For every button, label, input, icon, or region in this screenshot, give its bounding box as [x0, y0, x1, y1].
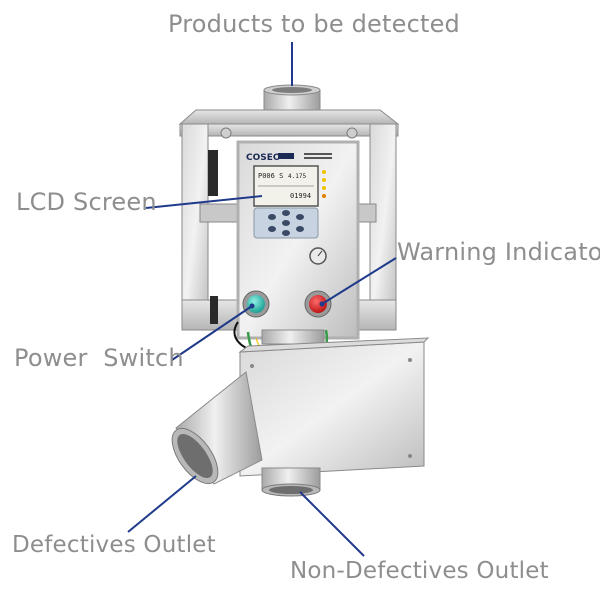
top-hood — [178, 109, 400, 125]
callout-warning — [321, 257, 397, 305]
warning-indicator-button[interactable] — [304, 290, 332, 318]
lcd-line-1: P006 S — [258, 172, 283, 180]
lcd-screen: P006 S 4.175 01994 — [253, 165, 319, 207]
defectives-outlet-pipe — [171, 371, 263, 485]
label-non-defectives-outlet: Non-Defectives Outlet — [290, 558, 549, 584]
keypad — [253, 207, 319, 239]
label-lcd-screen: LCD Screen — [16, 188, 157, 216]
callout-non-defectives — [299, 491, 365, 557]
label-products-to-be-detected: Products to be detected — [168, 10, 460, 38]
power-switch-button[interactable] — [242, 290, 270, 318]
brand-logo: COSEO — [246, 153, 281, 163]
lcd-line-3: 01994 — [290, 192, 311, 200]
callout-lines — [127, 42, 397, 557]
callout-power — [171, 305, 253, 361]
gauge-icon — [309, 247, 327, 265]
label-warning-indicator: Warning Indicator — [397, 238, 600, 266]
label-power-switch: Power Switch — [14, 344, 184, 372]
lcd-line-2: 4.175 — [288, 173, 306, 180]
inlet-pipe — [263, 84, 321, 111]
divert-chute — [238, 329, 430, 477]
label-defectives-outlet: Defectives Outlet — [12, 532, 216, 558]
non-defectives-outlet-pipe — [261, 467, 321, 497]
status-leds — [322, 170, 326, 198]
callout-lcd — [145, 195, 263, 209]
callout-defectives — [127, 475, 197, 533]
